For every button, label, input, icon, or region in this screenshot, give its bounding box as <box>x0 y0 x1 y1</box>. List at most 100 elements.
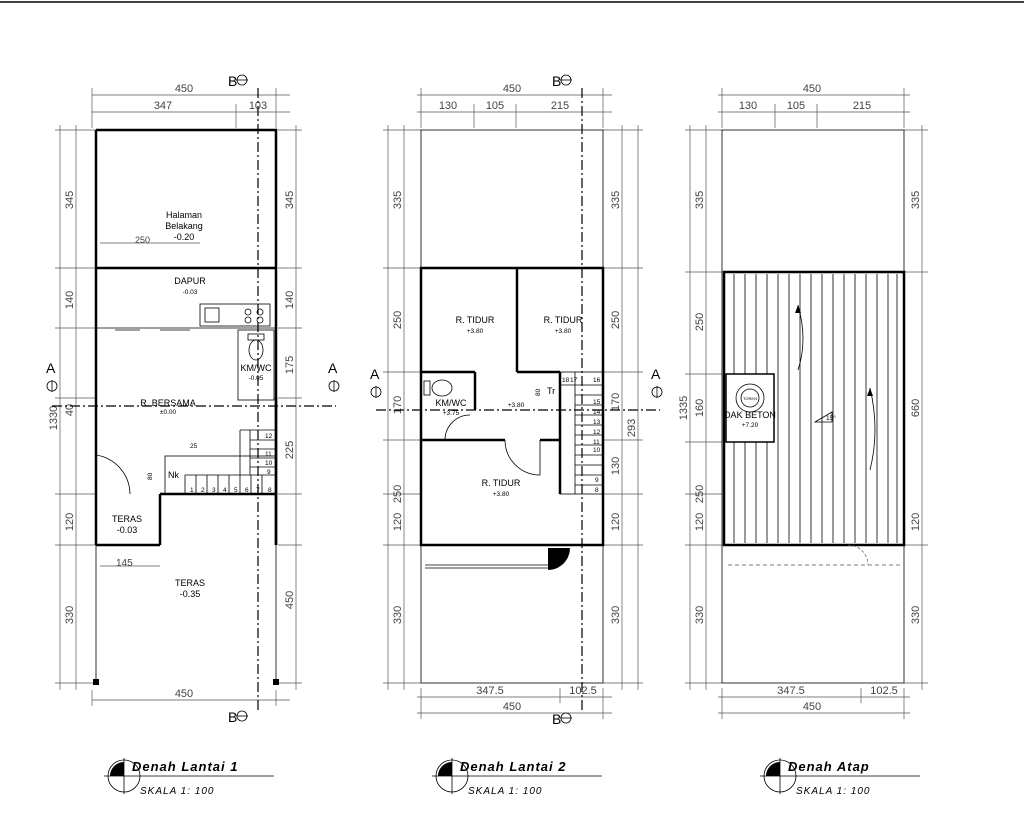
section-mark-b-top: B <box>228 73 248 89</box>
stair-num: 10 <box>593 447 601 454</box>
section-label: A <box>370 366 380 382</box>
section-label: B <box>228 709 237 725</box>
room-rbersama: R. BERSAMA <box>140 398 196 408</box>
dim-left: 330 <box>392 606 404 624</box>
dim-top: 215 <box>853 100 871 112</box>
room-rtidur-1: R. TIDUR <box>456 315 495 325</box>
section-label: B <box>552 711 561 727</box>
toren-label: TOREN <box>743 396 757 401</box>
dim-top: 105 <box>486 100 504 112</box>
level-kmwc: -0.05 <box>249 375 264 382</box>
dim-left: 250 <box>392 311 404 329</box>
dim-top: 215 <box>551 100 569 112</box>
dim-left-5: 120 <box>64 513 76 531</box>
section-label: A <box>651 366 661 382</box>
room-teras-1: TERAS <box>112 514 142 524</box>
plan-lantai-2: 450 130 105 215 335 250 170 250 120 330 <box>370 73 663 797</box>
stair-num: 13 <box>593 419 601 426</box>
dim-145: 145 <box>116 558 133 569</box>
dim-250: 250 <box>135 235 150 245</box>
level-teras-2: -0.35 <box>180 589 201 599</box>
section-label: A <box>328 360 338 376</box>
stair-num: 8 <box>595 487 599 494</box>
tr-label: Tr <box>547 386 555 396</box>
stair-num: 2 <box>201 487 205 494</box>
level: +3.80 <box>508 402 525 409</box>
room-kmwc-2: KM/WC <box>436 398 467 408</box>
small-dim: 80 <box>535 388 542 396</box>
dim-right: 120 <box>910 513 922 531</box>
section-mark-a-right: A <box>651 366 663 398</box>
dim-bottom: 347.5 <box>476 685 504 697</box>
dim-left-total: 1330 <box>48 406 60 430</box>
dim-left-total: 1335 <box>678 396 690 420</box>
room-dak-beton: DAK BETON <box>724 410 776 420</box>
section-label: B <box>228 73 237 89</box>
level-halaman: -0.20 <box>174 232 195 242</box>
stair-num: 3 <box>212 487 216 494</box>
dim-top: 130 <box>439 100 457 112</box>
section-mark-b-bottom: B <box>552 711 572 727</box>
dim-right-6: 450 <box>284 591 296 609</box>
title-block-lantai-2: Denah Lantai 2 SKALA 1: 100 <box>432 758 602 797</box>
stair-num: 15 <box>593 399 601 406</box>
dim-right: 250 <box>610 311 622 329</box>
small-dim: 80 <box>147 472 154 480</box>
section-mark-a-left: A <box>370 366 382 398</box>
level-teras-1: -0.03 <box>117 525 138 535</box>
plan-lantai-1: 450 347 10 3 345 140 40 120 330 1330 <box>46 73 340 797</box>
dim-left-6: 330 <box>64 606 76 624</box>
dim-left: 160 <box>694 399 706 417</box>
dim-left: 250 <box>694 485 706 503</box>
stair-num: 12 <box>265 433 273 440</box>
dim-top-total: 450 <box>503 83 521 95</box>
dim-left: 120 <box>694 513 706 531</box>
section-mark-a-left: A <box>46 360 58 392</box>
stair-num: 6 <box>245 487 249 494</box>
title-block-atap: Denah Atap SKALA 1: 100 <box>760 758 920 797</box>
dim-right-2: 140 <box>284 291 296 309</box>
section-mark-a-right: A <box>328 360 340 392</box>
section-mark-b-bottom: B <box>228 709 248 725</box>
plan-title: Denah Atap <box>788 759 870 774</box>
dim-bottom-total: 450 <box>175 688 193 700</box>
dim-right: 330 <box>610 606 622 624</box>
dim-left-1: 345 <box>64 191 76 209</box>
stair-num: 10 <box>265 460 273 467</box>
dim-top-a: 347 <box>154 100 172 112</box>
stair-num: 5 <box>234 487 238 494</box>
room-belakang: Belakang <box>165 221 203 231</box>
room-halaman: Halaman <box>166 210 202 220</box>
dim-right: 130 <box>610 457 622 475</box>
dim-bottom: 102.5 <box>870 685 898 697</box>
dim-top-total: 450 <box>175 83 193 95</box>
stair-num: 18 <box>562 377 570 384</box>
section-mark-b-top: B <box>552 73 572 89</box>
room-rtidur-3: R. TIDUR <box>482 478 521 488</box>
dim-top: 105 <box>787 100 805 112</box>
dim-bottom-total: 450 <box>503 701 521 713</box>
dim-right: 293 <box>626 419 638 437</box>
level: +3.75 <box>443 410 460 417</box>
level: +3.80 <box>555 328 572 335</box>
stair-num: 12 <box>593 429 601 436</box>
roof-panels <box>733 274 898 543</box>
dim-right: 330 <box>910 606 922 624</box>
stair-num: 8 <box>268 487 272 494</box>
dim-right-4: 225 <box>284 441 296 459</box>
slope-angle: 15° <box>826 414 836 422</box>
dim-left: 330 <box>694 606 706 624</box>
level: +3.80 <box>467 328 484 335</box>
dim-left: 335 <box>694 191 706 209</box>
dim-left-7: 40 <box>64 404 76 416</box>
dim-left: 120 <box>392 513 404 531</box>
dim-bottom-total: 450 <box>803 701 821 713</box>
dim-right: 120 <box>610 513 622 531</box>
plan-title: Denah Lantai 1 <box>132 759 238 774</box>
plan-scale: SKALA 1: 100 <box>140 786 214 797</box>
dim-right: 170 <box>610 393 622 411</box>
stair-num: 11 <box>265 451 272 458</box>
stair-num: 11 <box>593 439 600 446</box>
level-rbersama: ±0.00 <box>160 409 177 416</box>
plan-scale: SKALA 1: 100 <box>468 786 542 797</box>
